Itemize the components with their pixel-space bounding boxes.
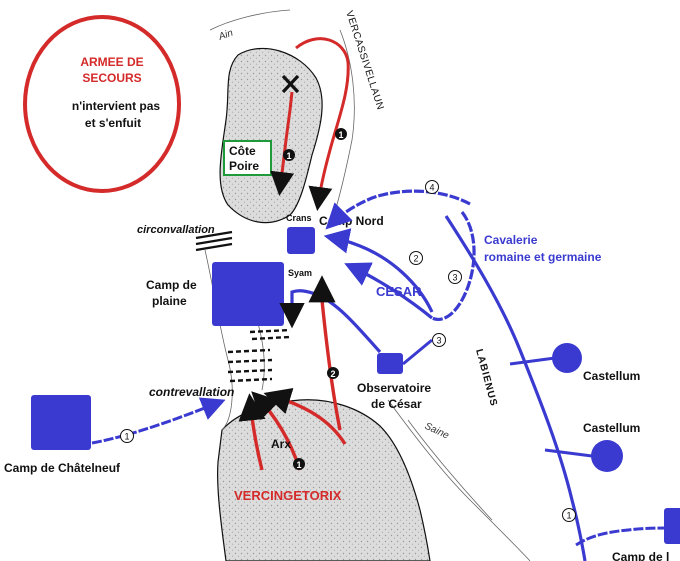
circonvallation-lines <box>195 230 233 252</box>
step-marker-4: 4 <box>429 183 434 193</box>
vercingetorix-label: VERCINGETORIX <box>234 488 342 503</box>
alesia-plateau <box>217 399 431 561</box>
camp-chatelneuf-label: Camp de Châtelneuf <box>4 461 121 475</box>
x-cross-icon <box>281 74 300 94</box>
castellum-2-label: Castellum <box>583 421 640 435</box>
camp-plaine-label-2: plaine <box>152 294 187 308</box>
castellum-1-link <box>509 356 556 366</box>
saine-label: Saine <box>423 421 451 442</box>
armee-title-1: ARMEE DE <box>80 55 143 69</box>
step-marker-circle <box>562 508 576 522</box>
armee-title-2: SECOURS <box>82 71 141 85</box>
cote-poire-label-1: Côte <box>229 144 256 158</box>
arx-label: Arx <box>271 437 291 451</box>
armee-note-2: et s'enfuit <box>85 116 141 130</box>
step-marker-cote-poire: 1 <box>286 151 291 161</box>
syam-label: Syam <box>288 268 312 278</box>
cote-poire-plateau <box>219 47 323 224</box>
camp-de-plaine-square <box>212 262 284 326</box>
cote-poire-label-2: Poire <box>229 159 259 173</box>
step-marker-circle <box>120 429 134 443</box>
vercassivellaun-route <box>295 37 350 211</box>
step-marker-circle <box>335 128 347 140</box>
circonvallation-label: circonvallation <box>137 224 215 236</box>
armee-note-1: n'intervient pas <box>72 99 161 113</box>
step-marker-chatelneuf: 1 <box>124 432 129 442</box>
cavalerie-label-1: Cavalerie <box>484 233 538 247</box>
cavalerie-label-2: romaine et germaine <box>484 250 602 264</box>
step-marker-3a: 3 <box>452 273 457 283</box>
chatelneuf-route <box>91 397 226 445</box>
cote-poire-route <box>270 91 295 196</box>
step-marker-vercassivellaun: 1 <box>338 130 343 140</box>
step-marker-2: 2 <box>413 254 418 264</box>
observatoire-label-2: de César <box>371 397 422 411</box>
observatoire-square <box>377 353 403 374</box>
camp-nord-label: Camp Nord <box>319 214 384 228</box>
contrevallation-lines <box>227 328 291 383</box>
observatoire-link <box>402 338 433 366</box>
step-marker-circle <box>283 149 295 161</box>
step-marker-labienus: 1 <box>566 511 571 521</box>
cavalry-step-markers <box>409 180 462 347</box>
armee-de-secours-ellipse <box>23 15 181 193</box>
castellum-1-circle <box>552 343 582 373</box>
labienus-label: LABIENUS <box>473 348 499 408</box>
observatoire-label-1: Observatoire <box>357 381 431 395</box>
step-marker-red-2: 2 <box>330 369 335 379</box>
camp-nord-square <box>287 227 315 254</box>
labienus-route <box>575 526 671 547</box>
crans-label: Crans <box>286 213 312 223</box>
step-marker-circle <box>293 458 305 470</box>
camp-right-square <box>664 508 680 544</box>
step-marker-3b: 3 <box>436 336 441 346</box>
castellum-2-link <box>544 448 593 458</box>
step-marker-circle <box>327 367 339 379</box>
step-marker-vercingetorix: 1 <box>296 460 301 470</box>
observatoire-to-plaine-route <box>279 289 382 354</box>
camp-chatelneuf-square <box>31 395 91 450</box>
cavalry-routes <box>323 189 587 561</box>
ain-label: Ain <box>216 27 235 43</box>
camp-right-label: Camp de l <box>612 550 669 561</box>
camp-plaine-label-1: Camp de <box>146 278 197 292</box>
contrevallation-label: contrevallation <box>149 385 234 399</box>
castellum-1-label: Castellum <box>583 369 640 383</box>
castellum-2-circle <box>591 440 623 472</box>
cote-poire-box <box>223 140 272 176</box>
